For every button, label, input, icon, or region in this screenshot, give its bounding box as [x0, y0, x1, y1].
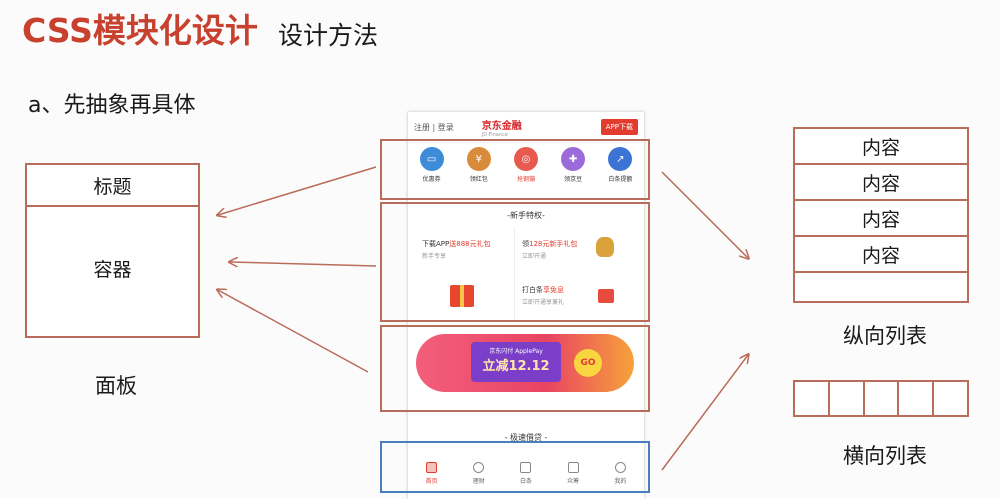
arrow-cards-to-panel [230, 262, 377, 266]
card-subtitle: 立即开通 [522, 253, 547, 260]
loan-section-title: - 极速借贷 - [504, 433, 548, 442]
money-bag-icon [596, 237, 614, 257]
page-subtitle: 设计方法 [278, 21, 379, 50]
vertical-list-row: 内容 [795, 237, 967, 273]
icon-label: 领红包 [469, 176, 488, 183]
brand-logo: 京东金融 JD Finance [482, 117, 522, 138]
card-title: 领128元新手礼包 [522, 240, 578, 248]
vertical-list-row: 内容 [795, 129, 967, 165]
page-title: CSS模块化设计 [22, 11, 258, 50]
coupon-icon: ▭ [419, 147, 444, 171]
icon-label: 领京豆 [564, 176, 583, 183]
horizontal-list-cell [830, 382, 865, 415]
horizontal-list-cell [795, 382, 830, 415]
phone-icon-row: ▭ 优惠券 ¥ 领红包 ◎ 抢钢镚 ✚ 领京豆 ↗ 白条提额 [408, 147, 644, 197]
newbie-section-title: -新手特权- [507, 211, 545, 220]
card-title: 打白条享免息 [522, 286, 564, 294]
coupon-entry[interactable]: ▭ 优惠券 [412, 147, 452, 197]
icon-row-highlight [380, 139, 650, 200]
money-bag-icon: ¥ [466, 147, 491, 171]
chart-up-icon: ↗ [608, 147, 633, 171]
app-download-button[interactable]: APP下载 [600, 119, 638, 135]
home-icon [426, 461, 438, 473]
red-packet-entry[interactable]: ¥ 领红包 [459, 147, 499, 197]
horizontal-list-diagram [793, 380, 969, 417]
vertical-list-caption: 纵向列表 [843, 324, 927, 348]
phone-top-bar: 注册 | 登录 京东金融 JD Finance APP下载 [408, 112, 644, 143]
user-icon [614, 461, 626, 473]
baitiao-card[interactable]: 打白条享免息 立即开通享兼礼 [522, 285, 564, 306]
panel-container: 容器 [93, 259, 132, 281]
promo-go-button[interactable]: GO [574, 349, 602, 377]
tab-baitiao[interactable]: 白条 [520, 461, 532, 485]
card-subtitle: 立即开通享兼礼 [522, 299, 565, 306]
promo-line1: 京东闪付 ApplePay [489, 348, 543, 355]
newbie-gift-card[interactable]: 领128元新手礼包 立即开通 [522, 239, 577, 260]
brand-name-en: JD Finance [481, 131, 508, 138]
arrow-icons-to-panel [218, 166, 377, 215]
gift-box-icon [450, 285, 474, 307]
card-title: 下载APP送888元礼包 [422, 240, 491, 248]
promo-text-box: 京东闪付 ApplePay 立减12.12 [471, 342, 561, 382]
icon-label: 白条提额 [608, 176, 633, 183]
vertical-list-row: 内容 [795, 165, 967, 201]
arrow-tabbar-to-vlist [661, 355, 748, 471]
panel-caption: 面板 [95, 374, 137, 398]
tab-finance[interactable]: 理财 [473, 461, 485, 485]
download-app-card[interactable]: 下载APP送888元礼包 新手专享 [414, 227, 515, 322]
vertical-list-diagram: 内容 内容 内容 内容 [793, 127, 969, 303]
tab-mine[interactable]: 我的 [614, 461, 626, 485]
panel-header: 标题 [27, 165, 198, 207]
newbie-cards: 下载APP送888元礼包 新手专享 领128元新手礼包 立即开通 打白条享免息 … [414, 227, 638, 322]
horizontal-list-cell [865, 382, 900, 415]
coin-icon: ◎ [513, 147, 538, 171]
icon-label: 抢钢镚 [516, 176, 535, 183]
jd-bean-entry[interactable]: ✚ 领京豆 [553, 147, 593, 197]
crowdfunding-icon [567, 461, 579, 473]
gift-icon: ✚ [561, 147, 586, 171]
icon-label: 优惠券 [422, 176, 441, 183]
credit-limit-entry[interactable]: ↗ 白条提额 [600, 147, 640, 197]
tab-home[interactable]: 首页 [426, 461, 438, 485]
brand-name: 京东金融 [481, 120, 522, 132]
phone-tab-bar: 首页 理财 白条 众筹 我的 [408, 455, 644, 491]
login-link[interactable]: 注册 | 登录 [414, 122, 454, 132]
banner-highlight [380, 325, 650, 412]
card-subtitle: 新手专享 [422, 253, 447, 260]
horizontal-list-caption: 横向列表 [843, 444, 927, 468]
section-label: a、先抽象再具体 [28, 93, 196, 118]
horizontal-list-cell [899, 382, 935, 415]
tab-crowdfunding[interactable]: 众筹 [567, 461, 579, 485]
coin-entry[interactable]: ◎ 抢钢镚 [506, 147, 546, 197]
panel-diagram: 标题 容器 [25, 163, 200, 338]
baitiao-icon [520, 461, 532, 473]
promo-line2: 立减12.12 [482, 359, 550, 374]
finance-icon [473, 461, 485, 473]
phone-screenshot: 注册 | 登录 京东金融 JD Finance APP下载 ▭ 优惠券 ¥ 领红… [408, 112, 644, 499]
credit-card-icon [598, 289, 614, 303]
tab-bar-highlight [380, 441, 650, 493]
arrow-banner-to-panel [218, 290, 369, 373]
vertical-list-row: 内容 [795, 201, 967, 237]
arrow-icons-to-vlist [661, 171, 748, 258]
newbie-cards-highlight [380, 202, 650, 322]
promo-banner[interactable]: 京东闪付 ApplePay 立减12.12 GO [416, 334, 634, 392]
